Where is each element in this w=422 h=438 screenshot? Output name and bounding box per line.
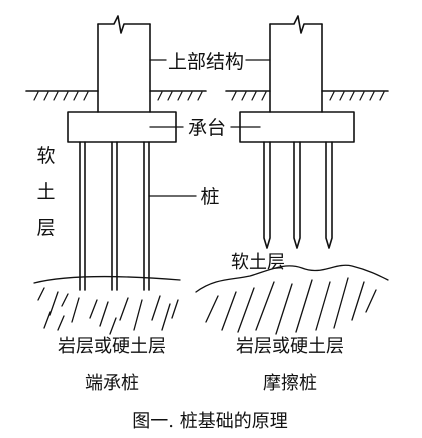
left-ground-surface (25, 90, 207, 101)
figure-caption: 图一. 桩基础的原理 (132, 411, 287, 432)
soft-soil-label-right: 软土层 (231, 252, 285, 273)
right-column (269, 15, 323, 113)
right-ground-surface (225, 90, 389, 101)
soft-soil-label-char-2: 土 (36, 181, 55, 203)
friction-pile-label: 摩擦桩 (263, 373, 317, 394)
rock-layer-label-right: 岩层或硬土层 (236, 336, 344, 357)
right-piles (263, 141, 333, 249)
superstructure-label: 上部结构 (168, 51, 244, 73)
left-piles (79, 141, 150, 291)
pile-label: 桩 (200, 186, 219, 208)
leader-lines (148, 59, 271, 197)
end-bearing-pile-label: 端承桩 (85, 373, 139, 394)
pile-cap-label: 承台 (188, 117, 226, 139)
soft-soil-label-char-1: 软 (36, 145, 55, 167)
right-rock-layer (195, 264, 389, 335)
left-column (97, 15, 151, 113)
rock-layer-label-left: 岩层或硬土层 (58, 336, 166, 357)
soft-soil-label-char-3: 层 (36, 217, 55, 239)
left-rock-layer (33, 275, 181, 335)
